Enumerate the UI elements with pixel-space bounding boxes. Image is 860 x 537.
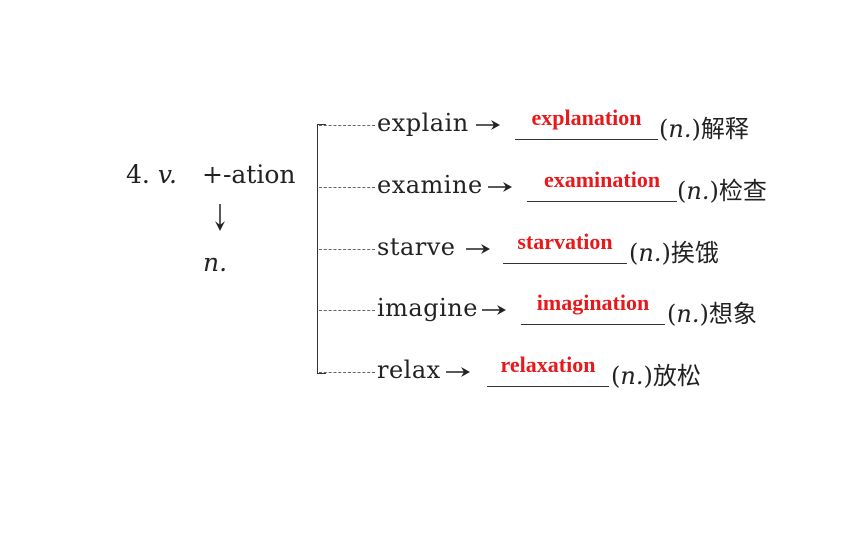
meaning: (n.)挨饿 <box>629 239 719 267</box>
down-arrow-icon <box>215 204 225 231</box>
dash-leader <box>319 187 375 188</box>
meaning: (n.)想象 <box>667 300 757 328</box>
answer-text: imagination <box>536 290 650 315</box>
verb-word: imagine <box>377 294 478 322</box>
answer-text: examination <box>543 167 661 192</box>
meaning: (n.)解释 <box>659 115 749 143</box>
meaning: (n.)检查 <box>677 177 767 205</box>
answer-blank: starvation <box>503 227 627 264</box>
verb-word: starve <box>377 233 456 261</box>
dash-leader <box>319 125 375 126</box>
right-arrow-icon <box>476 120 500 130</box>
rule-suffix: +-ation <box>202 160 296 189</box>
answer-blank: relaxation <box>487 350 609 387</box>
right-arrow-icon <box>446 367 470 377</box>
answer-text: starvation <box>517 229 613 254</box>
answer-blank: explanation <box>515 103 658 140</box>
right-arrow-icon <box>482 305 506 315</box>
right-arrow-icon <box>466 244 490 254</box>
bracket <box>317 124 326 374</box>
answer-blank: examination <box>527 165 677 202</box>
right-arrow-icon <box>488 182 512 192</box>
verb-word: relax <box>377 356 441 384</box>
answer-text: explanation <box>531 105 642 130</box>
answer-blank: imagination <box>521 288 665 325</box>
meaning: (n.)放松 <box>611 362 701 390</box>
rule-number: 4. v. <box>126 160 177 189</box>
answer-text: relaxation <box>500 352 596 377</box>
rule-result-pos: n. <box>203 248 228 277</box>
dash-leader <box>319 249 375 250</box>
rule-pos: v. <box>157 160 177 189</box>
verb-word: explain <box>377 109 469 137</box>
dash-leader <box>319 310 375 311</box>
verb-word: examine <box>377 171 483 199</box>
dash-leader <box>319 372 375 373</box>
